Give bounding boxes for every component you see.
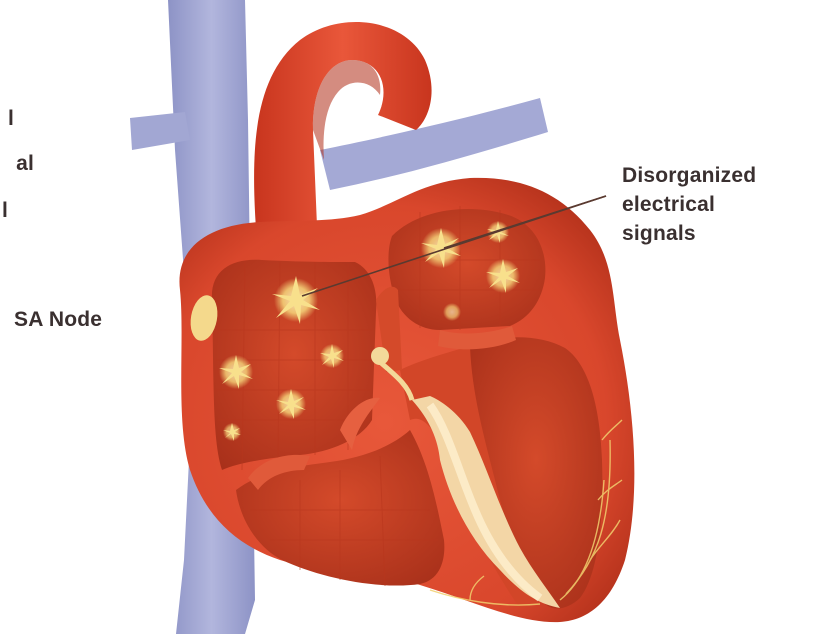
cropped-text-fragment: al xyxy=(0,149,34,179)
disorganized-signals-label: Disorganized electrical signals xyxy=(622,161,756,248)
disorganized-label-line1: Disorganized xyxy=(622,161,756,190)
sa-node-label: SA Node xyxy=(14,305,102,334)
spark-star-icon xyxy=(276,389,306,419)
cropped-text-fragment: l xyxy=(0,196,8,218)
spark-star-icon xyxy=(421,228,461,268)
spark-star-icon xyxy=(320,344,344,368)
left-atrium xyxy=(388,209,545,330)
spark-star-icon xyxy=(219,355,253,389)
spark-star-icon xyxy=(223,423,241,441)
disorganized-label-line2: electrical xyxy=(622,190,756,219)
spark-star-icon xyxy=(443,303,461,321)
pulmonary-vessel-right xyxy=(320,98,548,190)
spark-star-icon xyxy=(486,259,520,293)
disorganized-label-line3: signals xyxy=(622,219,756,248)
cropped-text-fragment: l xyxy=(0,104,14,126)
